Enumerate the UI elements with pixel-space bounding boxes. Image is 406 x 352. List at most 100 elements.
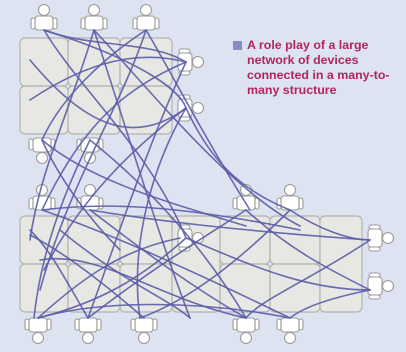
person-arm <box>102 17 108 30</box>
connection-curve <box>43 29 187 109</box>
person-head <box>139 3 153 17</box>
connection-curve <box>93 29 301 227</box>
connection-curve <box>43 29 187 239</box>
person-body <box>134 317 154 333</box>
person-arm <box>46 318 52 331</box>
connection-curve <box>37 237 181 319</box>
person-figure <box>24 317 52 345</box>
person-arm <box>178 48 191 54</box>
person-arm <box>132 17 138 30</box>
person-body <box>78 317 98 333</box>
connection-curve <box>289 209 371 241</box>
person-body <box>34 15 54 31</box>
connection-curve <box>59 229 191 319</box>
connection-curve <box>41 29 147 141</box>
connection-curve <box>29 229 89 319</box>
connection-curve <box>185 237 371 291</box>
connection-curve <box>87 209 247 319</box>
person-arm <box>368 272 381 278</box>
person-arm <box>98 197 104 210</box>
connection-curve <box>245 209 371 291</box>
connection-curve <box>37 237 187 319</box>
person-arm <box>74 318 80 331</box>
person-head <box>283 183 297 197</box>
connection-curve <box>29 29 95 241</box>
connection-curve <box>139 209 291 319</box>
person-body <box>28 317 48 333</box>
connection-curve <box>87 61 187 319</box>
person-figure <box>80 3 108 31</box>
person-arm <box>52 17 58 30</box>
connection-curve <box>37 303 291 319</box>
person-arm <box>154 17 160 30</box>
person-arm <box>28 138 34 151</box>
person-figure <box>76 137 104 165</box>
table-block <box>269 263 321 313</box>
caption: A role play of a large network of device… <box>233 38 393 98</box>
connection-curve <box>41 205 301 231</box>
connections-group <box>29 29 371 319</box>
person-arm <box>368 294 381 300</box>
caption-marker-square <box>233 41 242 50</box>
person-arm <box>298 197 304 210</box>
person-arm <box>368 224 381 230</box>
person-arm <box>24 318 30 331</box>
connection-curve <box>136 107 187 319</box>
person-head <box>191 101 205 115</box>
connection-curve <box>41 139 121 251</box>
person-figure <box>367 272 395 300</box>
person-arm <box>50 197 56 210</box>
person-figure <box>130 317 158 345</box>
person-body <box>367 276 383 296</box>
person-figure <box>276 183 304 211</box>
connection-curve <box>39 258 247 319</box>
connection-curve <box>39 29 147 291</box>
person-head <box>87 3 101 17</box>
person-head <box>35 151 49 165</box>
person-figure <box>276 317 304 345</box>
person-figure <box>367 224 395 252</box>
connection-curve <box>289 289 371 319</box>
connection-curve <box>185 107 291 211</box>
person-body <box>236 317 256 333</box>
person-figure <box>232 317 260 345</box>
person-head <box>381 279 395 293</box>
person-arm <box>232 197 238 210</box>
person-head <box>37 3 51 17</box>
person-arm <box>30 17 36 30</box>
connection-curve <box>41 61 187 211</box>
person-figure <box>74 317 102 345</box>
person-arm <box>254 197 260 210</box>
connection-curve <box>89 139 247 319</box>
person-figure <box>30 3 58 31</box>
person-body <box>84 15 104 31</box>
table-block <box>19 37 69 87</box>
person-arm <box>28 197 34 210</box>
connection-curve <box>29 59 187 129</box>
person-body <box>367 228 383 248</box>
person-body <box>136 15 156 31</box>
person-arm <box>152 318 158 331</box>
connection-curve <box>41 139 247 227</box>
person-head <box>239 331 253 345</box>
person-head <box>381 231 395 245</box>
connection-curve <box>29 56 187 101</box>
person-arm <box>232 318 238 331</box>
connection-curve <box>93 29 191 319</box>
person-arm <box>276 197 282 210</box>
connection-curve <box>145 29 251 211</box>
connection-curve <box>33 139 91 319</box>
person-head <box>81 331 95 345</box>
person-arm <box>298 318 304 331</box>
person-figure <box>132 3 160 31</box>
caption-text: A role play of a large network of device… <box>247 38 390 97</box>
people-group <box>24 3 395 345</box>
person-head <box>31 331 45 345</box>
person-head <box>283 331 297 345</box>
person-body <box>280 317 300 333</box>
person-head <box>191 55 205 69</box>
person-arm <box>368 246 381 252</box>
person-arm <box>96 318 102 331</box>
